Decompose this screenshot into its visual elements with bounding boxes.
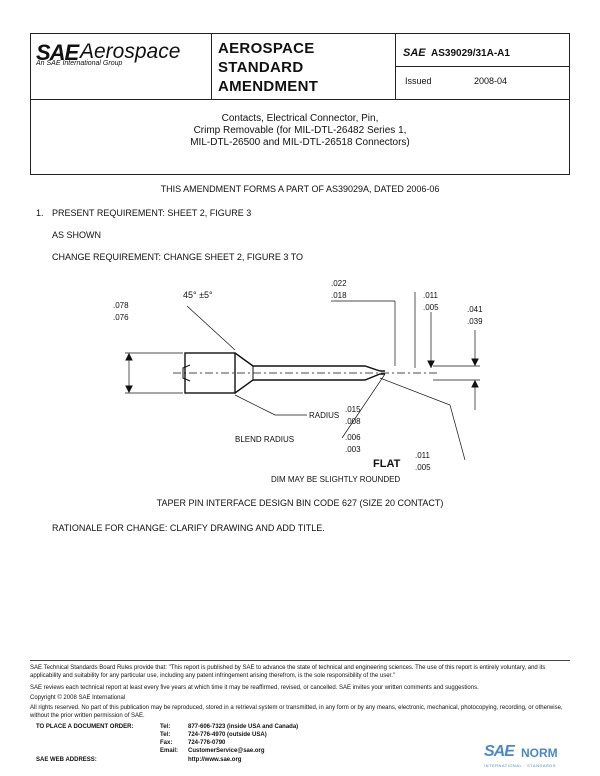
contact-email[interactable]: CustomerService@sae.org <box>188 748 265 754</box>
contact-val-1: 877-606-7323 (inside USA and Canada) <box>188 724 299 730</box>
contact-val-3: 724-776-0790 <box>188 740 226 746</box>
present-requirement: PRESENT REQUIREMENT: SHEET 2, FIGURE 3 <box>52 208 252 218</box>
footer-rule <box>30 660 570 661</box>
figure-caption: TAPER PIN INTERFACE DESIGN BIN CODE 627 … <box>156 498 444 508</box>
amendment-statement: THIS AMENDMENT FORMS A PART OF AS39029A,… <box>160 184 440 194</box>
radius-label: RADIUS <box>309 411 339 420</box>
dim-tip-top: .011 <box>423 291 439 300</box>
blend-label: BLEND RADIUS <box>235 435 294 444</box>
footer-rights-text: All rights reserved. No part of this pub… <box>30 705 563 719</box>
doc-type-line-1: AEROSPACE <box>218 40 315 57</box>
subject-line-3: MIL-DTL-26500 and MIL-DTL-26518 Connecto… <box>190 137 410 148</box>
footer-copyright: Copyright © 2008 SAE International <box>30 695 126 701</box>
order-label: TO PLACE A DOCUMENT ORDER: <box>36 724 134 730</box>
radius-top: .015 <box>345 405 361 414</box>
subject-line-1: Contacts, Electrical Connector, Pin, <box>221 113 379 124</box>
blend-leader <box>341 373 386 439</box>
watermark-sae: SAE <box>484 743 515 760</box>
header-divider-1 <box>211 33 212 99</box>
doc-number-prefix: SAE <box>403 47 426 59</box>
watermark-subtitle: INTERNATIONAL · STANDARDS <box>484 763 556 768</box>
dim-left-height <box>125 352 183 394</box>
dim-mid-bottom: .018 <box>331 291 347 300</box>
contact-web[interactable]: http://www.sae.org <box>188 757 242 763</box>
doc-type-line-3: AMENDMENT <box>218 78 319 95</box>
blend-top: .006 <box>345 433 361 442</box>
contact-val-2: 724-776-4970 (outside USA) <box>188 732 267 738</box>
contact-key-3: Fax: <box>160 740 173 746</box>
as-shown: AS SHOWN <box>52 230 102 240</box>
angle-dim: 45° ±5° <box>183 290 213 300</box>
radius-leader <box>234 394 307 416</box>
header-divider-4 <box>30 99 570 100</box>
dim-right-bottom: .039 <box>467 317 483 326</box>
flat-top: .011 <box>415 451 431 460</box>
doc-number: AS39029/31A-A1 <box>431 48 510 59</box>
aerospace-logo-text: Aerospace <box>80 40 181 63</box>
footer-review-text: SAE reviews each technical report at lea… <box>30 685 479 691</box>
footer-rules-text: SAE Technical Standards Board Rules prov… <box>30 665 546 679</box>
flat-bottom: .005 <box>415 463 431 472</box>
flat-label: FLAT <box>373 458 401 470</box>
dim-left-bottom: .076 <box>113 313 129 322</box>
angle-leader <box>186 305 236 351</box>
issued-label: Issued <box>405 76 432 86</box>
web-label: SAE WEB ADDRESS: <box>36 757 97 763</box>
dim-left-top: .078 <box>113 301 129 310</box>
contact-key-1: Tel: <box>160 724 171 730</box>
contact-key-2: Tel: <box>160 732 171 738</box>
flat-leader <box>379 377 466 461</box>
issued-value: 2008-04 <box>474 76 508 86</box>
blend-bottom: .003 <box>345 445 361 454</box>
flat-note: DIM MAY BE SLIGHTLY ROUNDED <box>271 475 400 484</box>
dim-right-top: .041 <box>467 305 483 314</box>
subject-line-2: Crimp Removable (for MIL-DTL-26482 Serie… <box>193 125 407 136</box>
logo-subtitle: An SAE International Group <box>36 60 123 67</box>
rationale: RATIONALE FOR CHANGE: CLARIFY DRAWING AN… <box>52 523 325 533</box>
change-requirement: CHANGE REQUIREMENT: CHANGE SHEET 2, FIGU… <box>52 252 304 262</box>
pin-contact-drawing: .078 .076 45° ±5° .022 .018 .011 .005 .0… <box>113 279 483 484</box>
header-divider-3 <box>395 66 570 67</box>
doc-type-line-2: STANDARD <box>218 59 304 76</box>
dim-mid-top: .022 <box>331 279 347 288</box>
header-box <box>30 33 570 175</box>
sae-logo: SAE <box>36 40 79 65</box>
item-number: 1. <box>36 208 44 218</box>
contact-key-4: Email: <box>160 748 179 754</box>
dim-tip-bottom: .005 <box>423 303 439 312</box>
watermark-norm: NORM <box>521 746 558 760</box>
